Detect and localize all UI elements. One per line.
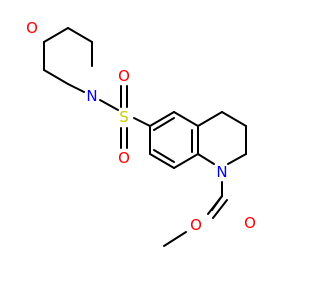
atom-background: [116, 68, 132, 84]
bond: [67, 27, 93, 43]
ester-oxygen-label: O: [190, 216, 202, 234]
bond: [153, 149, 175, 163]
atom-background: [24, 20, 40, 36]
atom-background: [84, 88, 100, 104]
bond: [149, 111, 175, 127]
bond: [133, 117, 151, 127]
bond: [67, 83, 85, 93]
bond: [43, 27, 69, 43]
bond: [212, 199, 228, 219]
bond: [211, 195, 223, 211]
bond: [197, 111, 223, 127]
atom-background: [242, 215, 258, 231]
atom-background: [214, 164, 230, 180]
bond: [163, 231, 187, 247]
atom-background: [116, 150, 132, 166]
sulfur-label: S: [119, 108, 129, 126]
bond: [153, 117, 175, 131]
sulfonyl-oxygen-bottom-label: O: [118, 149, 130, 167]
bond: [99, 99, 119, 111]
atom-background: [116, 109, 132, 125]
molecule-structure: O N S O O N O O: [24, 19, 258, 247]
bond: [227, 153, 247, 165]
bond: [197, 153, 215, 165]
carbonyl-oxygen-label: O: [244, 214, 256, 232]
bond: [43, 69, 69, 85]
bond: [173, 111, 199, 127]
morpholine-oxygen-label: O: [26, 19, 38, 37]
morpholine-nitrogen-label: N: [86, 87, 97, 105]
sulfonyl-oxygen-top-label: O: [118, 67, 130, 85]
bond: [221, 111, 247, 127]
bond: [149, 153, 175, 169]
atom-background: [188, 217, 204, 233]
ring-nitrogen-label: N: [216, 163, 227, 181]
bond: [173, 153, 199, 169]
